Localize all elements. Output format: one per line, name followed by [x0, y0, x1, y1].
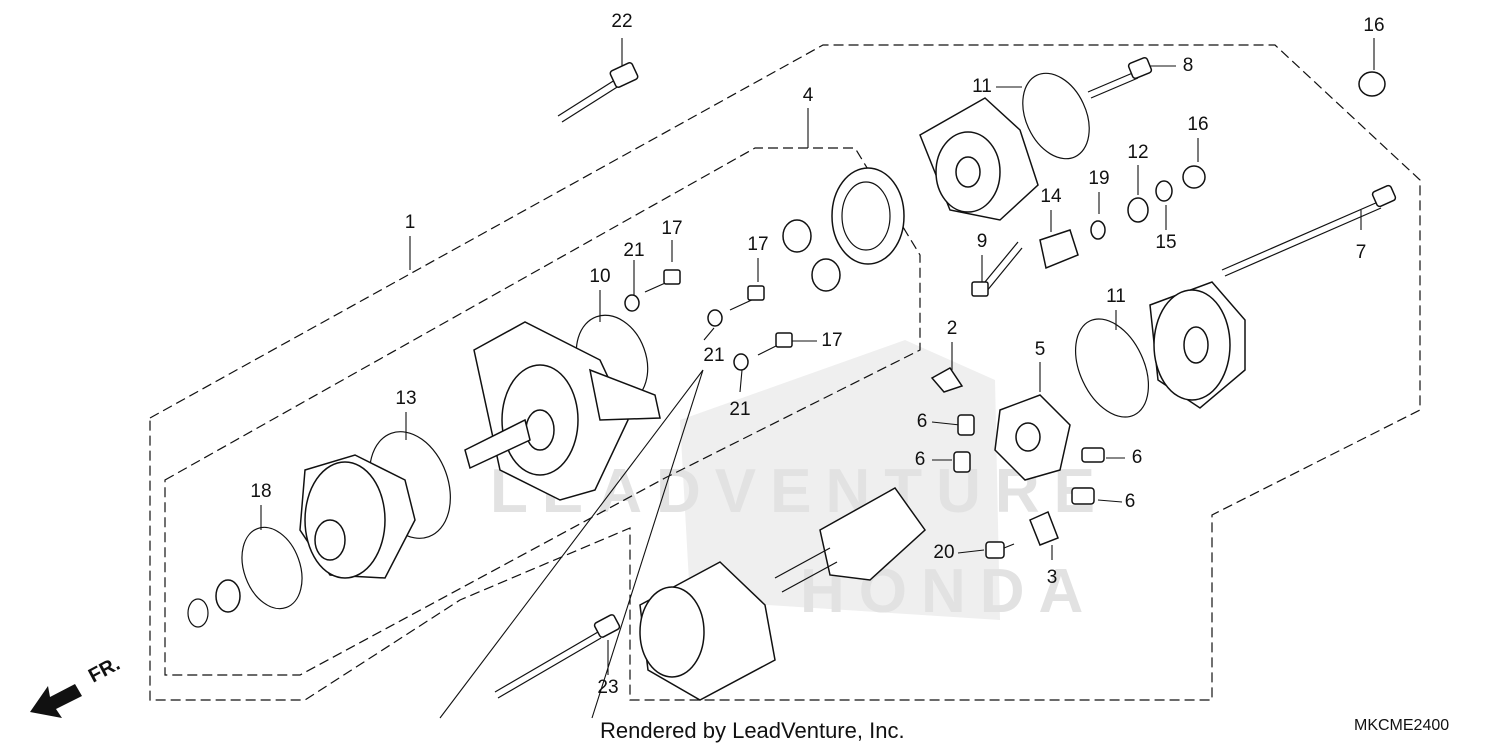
- callouts: 22 1 4 10 21 17 17 17 21 21 13 18 11 8 1…: [250, 11, 1384, 698]
- callout-3: 3: [1047, 567, 1058, 588]
- callout-23: 23: [597, 677, 618, 698]
- bushing-12: [1127, 197, 1149, 223]
- callout-21-a: 21: [623, 240, 644, 261]
- bolt-9: [971, 241, 1023, 297]
- bolt-23: [494, 614, 621, 699]
- footer-credit: Rendered by LeadVenture, Inc.: [600, 718, 905, 743]
- callout-13: 13: [395, 388, 416, 409]
- callout-1: 1: [405, 212, 416, 233]
- assembly-outline-4: [164, 147, 921, 676]
- callout-7: 7: [1356, 242, 1367, 263]
- screw-20: [985, 541, 1015, 559]
- front-cover: [1149, 281, 1246, 409]
- callout-20: 20: [933, 542, 954, 563]
- callout-17-b: 17: [747, 234, 768, 255]
- callout-12: 12: [1127, 142, 1148, 163]
- assembly-outline-1: [149, 44, 1421, 701]
- washer-19: [1090, 220, 1106, 240]
- callout-11-a: 11: [972, 76, 992, 97]
- diagram-code: MKCME2400: [1354, 717, 1450, 734]
- washer-15: [1155, 180, 1173, 202]
- callout-4: 4: [803, 85, 814, 106]
- callout-14: 14: [1040, 186, 1062, 207]
- callout-11-b: 11: [1106, 286, 1126, 307]
- springs-6: [953, 414, 1105, 505]
- yoke-housing: [639, 561, 776, 701]
- callout-21-b: 21: [703, 345, 724, 366]
- callout-6-a: 6: [917, 411, 928, 432]
- snap-ring: [187, 598, 209, 628]
- rear-cover: [919, 97, 1039, 221]
- callout-16-a: 16: [1363, 15, 1384, 36]
- cap-16-b: [1182, 165, 1206, 189]
- holder-14: [1039, 229, 1079, 270]
- callout-19: 19: [1088, 168, 1109, 189]
- washer-21-set: [624, 294, 749, 371]
- callout-15: 15: [1155, 232, 1176, 253]
- callout-8: 8: [1183, 55, 1194, 76]
- clutch-assembly: [299, 454, 416, 579]
- armature: [774, 487, 926, 593]
- washer-front: [215, 579, 241, 613]
- leader-lines: [260, 38, 1375, 719]
- callout-5: 5: [1035, 339, 1046, 360]
- callout-2: 2: [947, 318, 958, 339]
- callout-17-c: 17: [821, 330, 842, 351]
- planetary-gears: [782, 167, 905, 292]
- callout-18: 18: [250, 481, 271, 502]
- callout-21-c: 21: [729, 399, 750, 420]
- bolt-22: [557, 62, 639, 123]
- cap-16-a: [1358, 71, 1386, 97]
- callout-9: 9: [977, 231, 988, 252]
- callout-6-b: 6: [915, 449, 926, 470]
- callout-6-d: 6: [1125, 491, 1136, 512]
- bolt-7: [1221, 184, 1397, 277]
- callout-17-a: 17: [661, 218, 682, 239]
- brush-clip-2: [930, 367, 964, 393]
- brush-holder-5: [994, 394, 1071, 481]
- direction-arrow-icon: [30, 684, 82, 718]
- direction-label: FR.: [85, 653, 124, 688]
- screw-17-set: [644, 269, 793, 356]
- callout-22: 22: [611, 11, 632, 32]
- callout-6-c: 6: [1132, 447, 1143, 468]
- brush-clip-3: [1029, 510, 1059, 546]
- bolt-8: [1087, 56, 1153, 99]
- front-direction-indicator: FR.: [30, 653, 124, 718]
- callout-10: 10: [589, 266, 610, 287]
- o-ring-11-mid: [1075, 318, 1149, 418]
- callout-16-b: 16: [1187, 114, 1208, 135]
- gear-housing: [464, 321, 661, 501]
- o-ring-18: [241, 526, 303, 610]
- o-ring-11-top: [1022, 72, 1090, 160]
